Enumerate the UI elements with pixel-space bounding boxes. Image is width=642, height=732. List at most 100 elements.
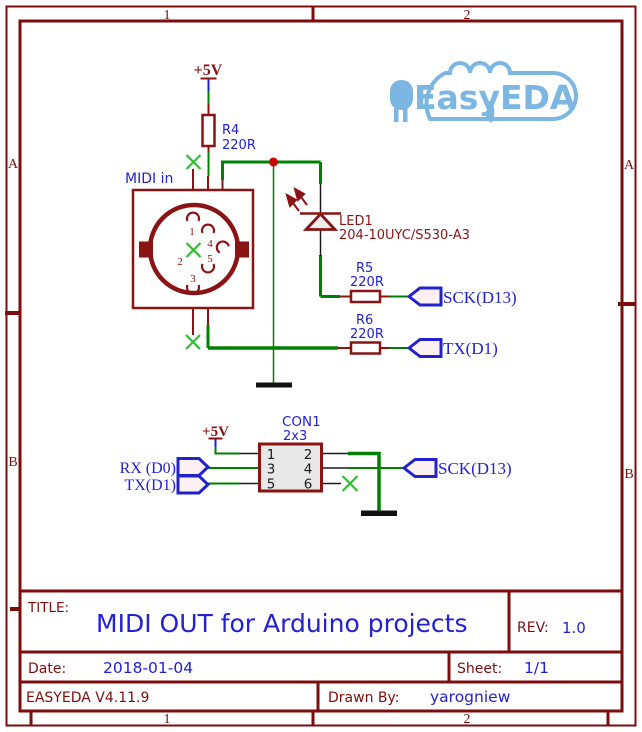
drawn-by-value: yarogniew xyxy=(430,688,511,706)
frame-col1-top-label: 1 xyxy=(164,8,171,23)
midi-pin4-contact xyxy=(200,223,216,234)
power-flag-con-label[interactable]: +5V xyxy=(202,424,229,440)
led1-ref[interactable]: LED1 xyxy=(339,214,373,229)
netport-sck-top[interactable]: SCK(D13) xyxy=(406,286,517,307)
midi-pin3-contact xyxy=(185,284,201,295)
frame-rowa-right-label: A xyxy=(624,158,635,173)
frame-labels: 1 2 1 2 A A B B xyxy=(8,8,635,727)
netport-sck-top-label[interactable]: SCK(D13) xyxy=(443,288,517,307)
netport-sck-top-flag[interactable] xyxy=(406,286,443,307)
midi-pinright-contact xyxy=(215,240,230,254)
led1-part[interactable]: 204-10UYC/S530-A3 xyxy=(339,228,470,243)
midi-pin1-number: 1 xyxy=(189,226,195,238)
wire-pin2-to-gnd[interactable] xyxy=(348,451,381,512)
netport-tx-top-flag[interactable] xyxy=(406,338,443,358)
frame-col2-top-label: 2 xyxy=(464,8,471,23)
midi-pin3-number: 3 xyxy=(190,273,196,285)
rev-value: 1.0 xyxy=(562,619,586,637)
sheet-title: MIDI OUT for Arduino projects xyxy=(96,609,468,638)
wire-5v-to-pin1[interactable] xyxy=(214,447,241,455)
noconnect-x-top[interactable] xyxy=(185,154,202,170)
r6-value[interactable]: 220R xyxy=(350,327,384,342)
ground-symbol-bottom[interactable] xyxy=(361,510,397,517)
midi-tab-right xyxy=(235,241,249,258)
wire-junction-dot[interactable] xyxy=(269,157,278,167)
con1-pin6-number: 6 xyxy=(304,477,313,493)
rev-label: REV: xyxy=(517,620,549,636)
power-flag-con[interactable]: +5V xyxy=(202,424,229,447)
led1[interactable]: LED1 204-10UYC/S530-A3 xyxy=(285,184,470,256)
drawn-by-label: Drawn By: xyxy=(328,690,399,706)
resistor-r6[interactable]: R6 220R xyxy=(338,313,389,355)
frame-inner-border xyxy=(18,19,624,713)
netport-tx-bottom-label[interactable]: TX(D1) xyxy=(124,477,176,494)
r5-body[interactable] xyxy=(349,289,382,304)
logo-led-body xyxy=(390,80,413,110)
netport-sck-bottom-label[interactable]: SCK(D13) xyxy=(438,459,512,478)
midi-tab-left xyxy=(139,241,153,258)
con1-pin5-number: 5 xyxy=(267,477,276,493)
sheet-label: Sheet: xyxy=(457,661,502,677)
led1-emission-arrows xyxy=(285,186,308,212)
con1-pin2-number: 2 xyxy=(304,447,313,463)
r4-body[interactable] xyxy=(201,113,216,148)
r4-value[interactable]: 220R xyxy=(222,138,256,153)
noconnect-x-bottom[interactable] xyxy=(185,334,201,350)
ground-symbol-top[interactable] xyxy=(256,382,292,388)
resistor-r5[interactable]: R5 220R xyxy=(340,261,389,304)
title-label: TITLE: xyxy=(27,600,69,616)
date-label: Date: xyxy=(28,661,66,677)
con1-size[interactable]: 2x3 xyxy=(283,429,307,444)
midi-pin2-noconnect-x xyxy=(185,242,202,258)
netport-rx-bottom[interactable]: RX (D0) xyxy=(120,457,211,478)
netport-rx-bottom-flag[interactable] xyxy=(176,457,211,477)
power-flag-top-label[interactable]: +5V xyxy=(194,62,223,79)
con1-pin1-number: 1 xyxy=(267,447,276,463)
midi-pin4-number: 4 xyxy=(207,238,213,250)
frame-col1-bottom-label: 1 xyxy=(164,712,171,727)
software-version: EASYEDA V4.11.9 xyxy=(26,690,149,706)
midi-connector[interactable]: MIDI in 1 4 2 5 3 xyxy=(125,169,255,335)
netport-tx-bottom[interactable]: TX(D1) xyxy=(124,474,211,495)
resistor-r4[interactable]: R4 220R xyxy=(201,104,256,153)
title-block-text: TITLE: MIDI OUT for Arduino projects REV… xyxy=(26,600,586,706)
midi-pin2-number: 2 xyxy=(177,256,183,268)
sheet-value: 1/1 xyxy=(524,659,549,677)
netport-rx-bottom-label[interactable]: RX (D0) xyxy=(120,460,176,477)
easyeda-logo: EasyEDA xyxy=(390,61,578,123)
midi-pin5-number: 5 xyxy=(207,253,213,265)
title-block xyxy=(18,589,624,713)
logo-led-leg-right xyxy=(403,108,408,122)
con1-header[interactable]: CON1 2x3 1 2 3 4 5 6 xyxy=(258,414,323,493)
r4-ref[interactable]: R4 xyxy=(222,123,239,138)
netport-tx-top-label[interactable]: TX(D1) xyxy=(443,339,498,358)
r5-ref[interactable]: R5 xyxy=(356,261,373,276)
netport-sck-bottom[interactable]: SCK(D13) xyxy=(401,458,512,478)
logo-led-leg-left xyxy=(394,108,399,122)
netport-tx-bottom-flag[interactable] xyxy=(176,474,211,495)
logo-outline xyxy=(424,61,578,121)
frame-outer-border xyxy=(5,5,637,727)
logo-comma xyxy=(485,101,495,123)
midi-pin5-contact xyxy=(200,263,216,274)
r5-value[interactable]: 220R xyxy=(350,275,384,290)
midi-label[interactable]: MIDI in xyxy=(125,171,173,187)
con1-pin3-number: 3 xyxy=(267,462,276,478)
power-flag-top[interactable]: +5V xyxy=(194,62,223,91)
logo-text: EasyEDA xyxy=(414,78,576,117)
r6-ref[interactable]: R6 xyxy=(356,313,373,328)
date-value: 2018-01-04 xyxy=(103,659,193,677)
netport-tx-top[interactable]: TX(D1) xyxy=(406,338,498,358)
frame-col2-bottom-label: 2 xyxy=(464,712,471,727)
frame-rowb-left-label: B xyxy=(8,455,17,470)
con1-ref[interactable]: CON1 xyxy=(282,414,321,430)
led1-triangle[interactable] xyxy=(302,211,339,231)
noconnect-x-pin6[interactable] xyxy=(341,475,359,492)
midi-pin1-contact xyxy=(185,211,201,222)
con1-body[interactable] xyxy=(258,442,323,493)
netport-sck-bottom-flag[interactable] xyxy=(401,458,438,478)
r6-body[interactable] xyxy=(349,341,382,355)
con1-wires[interactable] xyxy=(208,447,404,511)
frame-rowb-right-label: B xyxy=(624,467,633,482)
